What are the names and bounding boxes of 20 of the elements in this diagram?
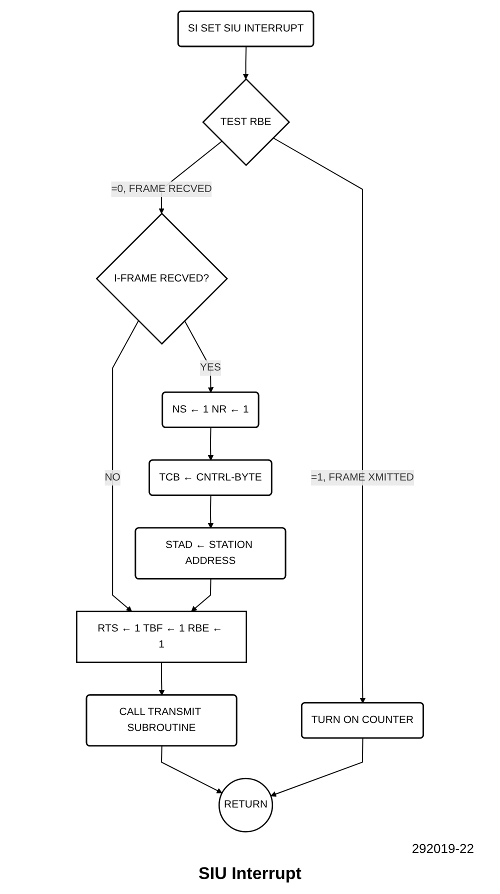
arrow — [272, 137, 366, 704]
arrow — [208, 427, 214, 461]
figure-number: 292019-22 — [412, 841, 474, 856]
node-diamond: TEST RBE — [202, 78, 290, 166]
arrow — [242, 46, 249, 80]
edge-label: NO — [104, 472, 120, 483]
arrow — [158, 662, 165, 696]
edge-label: =1, FRAME XMITTED — [310, 472, 414, 483]
arrow — [191, 578, 212, 612]
arrow — [184, 320, 214, 393]
caption: SIU Interrupt — [198, 864, 302, 884]
node-circle: RETURN — [218, 778, 274, 832]
arrow — [208, 495, 214, 528]
edge-label: =0, FRAME RECVED — [111, 183, 212, 195]
node-diamond: I-FRAME RECVED? — [96, 212, 228, 345]
edge-label: YES — [200, 362, 221, 374]
arrow — [161, 746, 222, 794]
arrow — [112, 320, 139, 612]
node-box: RTS ← 1 TBF ← 1 RBE ← 1 — [76, 610, 248, 663]
arrow — [270, 738, 364, 797]
